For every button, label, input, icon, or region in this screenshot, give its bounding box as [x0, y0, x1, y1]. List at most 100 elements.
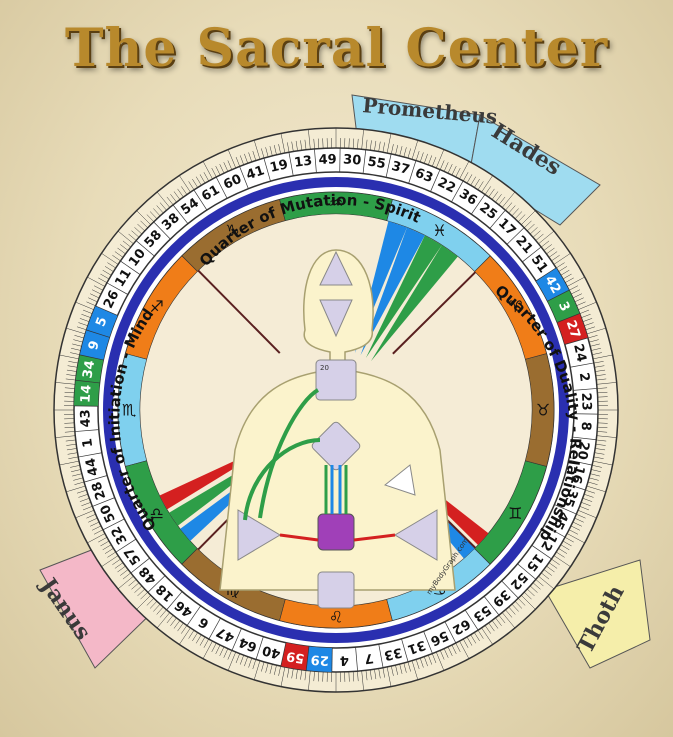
gate-number: 40 — [261, 642, 282, 661]
tick-mark — [156, 606, 164, 615]
tick-mark — [491, 191, 499, 200]
gate-separator — [74, 429, 99, 432]
head-center — [319, 250, 353, 286]
tick-mark — [280, 666, 286, 687]
tick-mark — [269, 146, 273, 156]
tick-mark — [273, 665, 277, 675]
tick-mark — [93, 529, 104, 535]
tick-mark — [466, 174, 473, 184]
tick-mark — [248, 152, 253, 162]
tick-mark — [579, 309, 590, 314]
tick-mark — [521, 595, 536, 610]
tick-mark — [244, 153, 248, 164]
tick-mark — [101, 555, 119, 567]
tick-mark — [117, 576, 134, 590]
tick-mark — [447, 164, 453, 174]
tick-mark — [140, 592, 148, 600]
tick-mark — [455, 642, 461, 653]
tick-mark — [203, 638, 209, 648]
tick-mark — [424, 153, 428, 164]
tick-mark — [566, 533, 585, 544]
tick-mark — [91, 289, 102, 295]
tick-mark — [505, 202, 513, 211]
gate-separator — [547, 289, 570, 302]
gate-separator — [451, 180, 464, 203]
tick-mark — [156, 612, 170, 629]
gate-ring-inner — [97, 171, 575, 649]
tick-mark — [560, 269, 570, 276]
tick-mark — [436, 651, 445, 671]
leo-icon: ♌ — [329, 608, 343, 627]
tick-mark — [122, 572, 131, 580]
tick-mark — [227, 651, 236, 671]
tick-mark — [443, 648, 449, 658]
tick-mark — [100, 273, 110, 280]
gate-separator — [378, 644, 384, 668]
tick-mark — [477, 181, 484, 190]
tick-mark — [239, 655, 244, 665]
tick-mark — [149, 211, 158, 219]
gate-separator — [84, 475, 108, 483]
tick-mark — [252, 150, 257, 161]
root-center — [317, 571, 355, 609]
tick-mark — [585, 326, 596, 331]
gate-separator — [115, 538, 137, 553]
gate-separator — [362, 149, 367, 174]
gate-number: 9 — [86, 339, 103, 352]
tick-mark — [107, 262, 116, 269]
tick-mark — [90, 521, 100, 527]
tick-mark — [173, 620, 181, 629]
tick-mark — [265, 147, 269, 157]
throat-center — [315, 359, 357, 401]
tick-mark — [463, 638, 469, 648]
gate-number: 26 — [101, 288, 122, 311]
gate-number: 60 — [221, 172, 244, 193]
tick-mark — [239, 155, 244, 165]
gate-highlight — [86, 305, 118, 338]
tick-mark — [55, 382, 76, 385]
tick-mark — [93, 285, 104, 291]
tick-mark — [439, 650, 445, 660]
gate-number: 8 — [578, 421, 594, 431]
tick-mark — [395, 145, 399, 155]
gate-separator — [215, 176, 228, 199]
tick-mark — [403, 147, 407, 157]
tick-mark — [287, 667, 290, 678]
tick-mark — [514, 601, 523, 609]
tick-mark — [411, 660, 419, 680]
tick-mark — [74, 481, 85, 485]
tick-mark — [65, 439, 76, 442]
tick-mark — [592, 352, 602, 355]
tick-mark — [524, 592, 532, 600]
ray-14 — [370, 245, 458, 362]
gate-number: 37 — [390, 159, 411, 178]
tick-mark — [170, 194, 177, 203]
tick-mark — [514, 211, 523, 219]
tick-mark — [451, 644, 457, 655]
tick-mark — [253, 140, 261, 160]
tick-mark — [566, 276, 585, 287]
tick-mark — [591, 347, 601, 351]
tick-mark — [68, 361, 79, 364]
tick-mark — [128, 233, 137, 241]
tick-mark — [101, 253, 119, 265]
gate-number: 24 — [570, 343, 589, 364]
tick-mark — [488, 188, 495, 198]
tick-mark — [107, 551, 116, 558]
gate-highlight — [535, 267, 569, 302]
tick-mark — [248, 658, 253, 668]
gate-separator — [531, 545, 552, 560]
tick-mark — [67, 452, 78, 455]
tick-mark — [66, 485, 86, 493]
gate-separator — [239, 166, 249, 189]
tick-mark — [595, 448, 606, 451]
tick-mark — [78, 493, 88, 498]
tick-mark — [215, 644, 221, 655]
gate-separator — [464, 609, 479, 631]
ajna-center — [319, 299, 353, 338]
gate-separator — [570, 362, 594, 368]
tick-mark — [86, 513, 96, 519]
gate-highlight — [75, 354, 104, 383]
